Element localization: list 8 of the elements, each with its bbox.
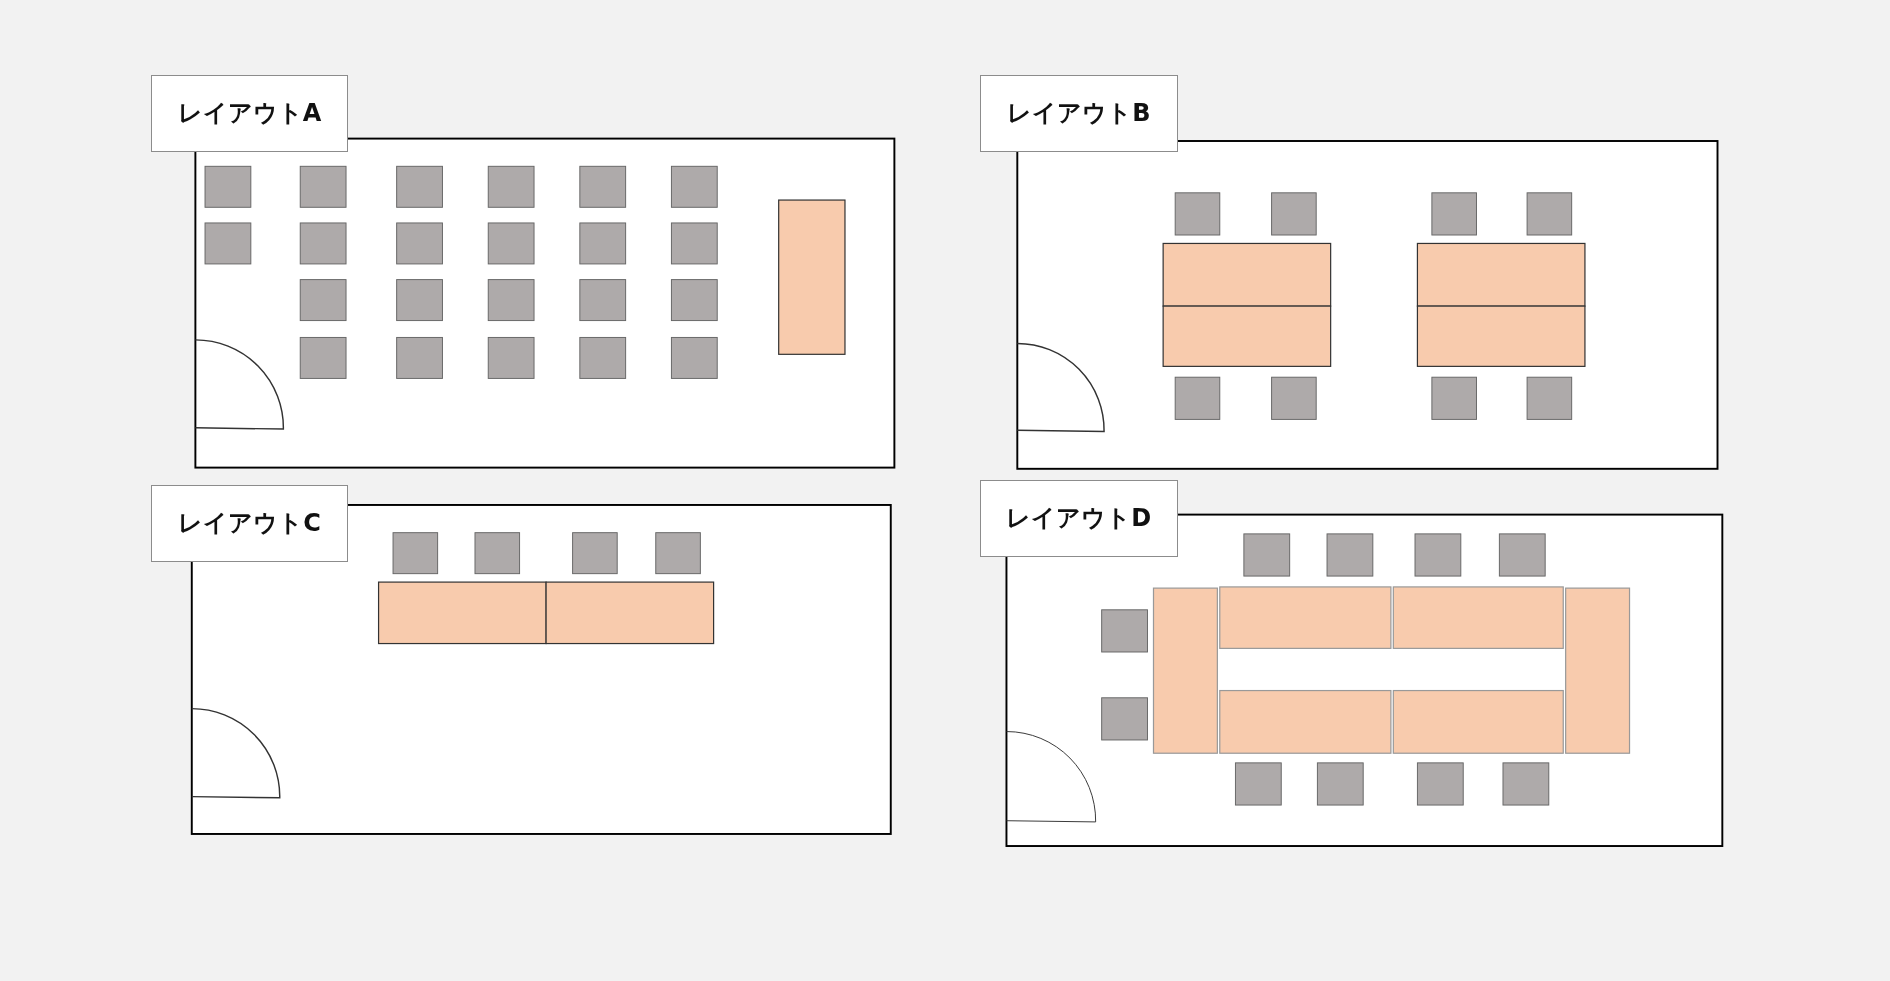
layout-title: レイアウトB xyxy=(1007,98,1151,130)
layout-label-box xyxy=(150,74,349,152)
layout-title: レイアウトD xyxy=(1006,503,1152,535)
layout-title: レイアウトA xyxy=(177,98,322,130)
layout-label-box xyxy=(150,484,349,562)
layout-label-box xyxy=(979,479,1178,557)
layout-label-box xyxy=(979,74,1178,152)
layout-title: レイアウトC xyxy=(178,508,321,540)
